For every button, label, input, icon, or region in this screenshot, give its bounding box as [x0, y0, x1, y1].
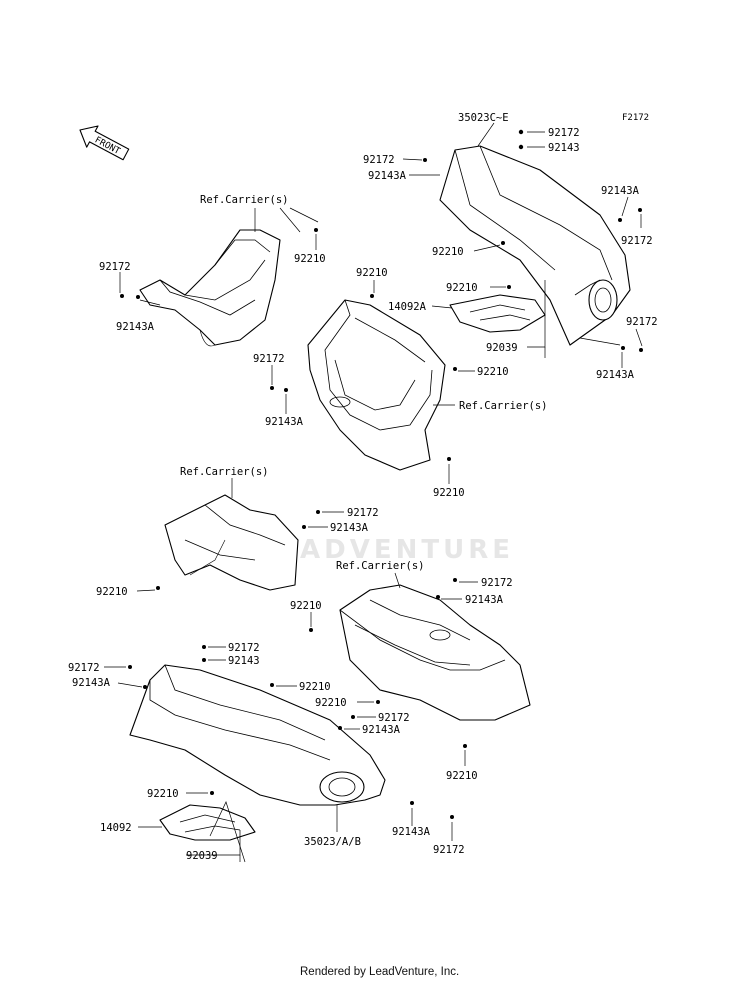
label-92172: 92172 — [433, 844, 465, 856]
figure-code: F2172 — [622, 113, 649, 123]
label-35023c-e: 35023C~E — [458, 112, 509, 124]
label-92172: 92172 — [363, 154, 395, 166]
label-92143: 92143 — [548, 142, 580, 154]
label-35023-a-b: 35023/A/B — [304, 836, 361, 848]
label-92210: 92210 — [446, 770, 478, 782]
label-92210: 92210 — [315, 697, 347, 709]
label-92143a: 92143A — [465, 594, 504, 606]
label-92172: 92172 — [99, 261, 131, 273]
label-92039: 92039 — [186, 850, 218, 862]
footer-credit: Rendered by LeadVenture, Inc. — [300, 966, 459, 978]
label-ref-carrier: Ref.Carrier(s) — [459, 400, 548, 412]
label-92143a: 92143A — [368, 170, 407, 182]
label-92143a: 92143A — [362, 724, 401, 736]
label-14092a: 14092A — [388, 301, 427, 313]
front-fender-right-35023c — [439, 145, 631, 346]
label-92172: 92172 — [626, 316, 658, 328]
label-92172: 92172 — [253, 353, 285, 365]
label-14092: 14092 — [100, 822, 132, 834]
carrier-bracket-lower-left — [164, 494, 299, 591]
label-92210: 92210 — [299, 681, 331, 693]
label-92210: 92210 — [96, 586, 128, 598]
label-92143a: 92143A — [601, 185, 640, 197]
mudguard-14092a — [449, 294, 546, 333]
front-arrow-icon: FRONT — [79, 125, 130, 161]
label-92172: 92172 — [621, 235, 653, 247]
label-92172: 92172 — [228, 642, 260, 654]
inner-fender-lower-right — [339, 584, 531, 721]
label-92210: 92210 — [290, 600, 322, 612]
label-92172: 92172 — [347, 507, 379, 519]
label-92210: 92210 — [432, 246, 464, 258]
label-92143a: 92143A — [72, 677, 111, 689]
mudguard-14092 — [159, 804, 256, 841]
label-92210: 92210 — [294, 253, 326, 265]
label-92172: 92172 — [378, 712, 410, 724]
label-92143a: 92143A — [265, 416, 304, 428]
label-ref-carrier: Ref.Carrier(s) — [336, 560, 425, 572]
label-92210: 92210 — [477, 366, 509, 378]
label-92143a: 92143A — [330, 522, 369, 534]
fastener-markers — [120, 129, 643, 819]
label-92039: 92039 — [486, 342, 518, 354]
label-92143a: 92143A — [392, 826, 431, 838]
carrier-bracket-upper-left — [139, 229, 281, 347]
label-92172: 92172 — [548, 127, 580, 139]
label-92210: 92210 — [147, 788, 179, 800]
label-92210: 92210 — [446, 282, 478, 294]
label-92210: 92210 — [433, 487, 465, 499]
label-92143: 92143 — [228, 655, 260, 667]
label-92210: 92210 — [356, 267, 388, 279]
label-92143a: 92143A — [596, 369, 635, 381]
front-fender-left-35023 — [129, 664, 386, 806]
label-92172: 92172 — [68, 662, 100, 674]
label-92143a: 92143A — [116, 321, 155, 333]
label-ref-carrier: Ref.Carrier(s) — [200, 194, 289, 206]
label-ref-carrier: Ref.Carrier(s) — [180, 466, 269, 478]
part-number-labels: 35023C~E 92172 92143 92172 92143A 92143A… — [68, 112, 658, 862]
label-92172: 92172 — [481, 577, 513, 589]
inner-fender-center — [307, 299, 446, 471]
watermark-text: ADVENTURE — [300, 535, 514, 565]
leader-lines — [104, 122, 643, 863]
